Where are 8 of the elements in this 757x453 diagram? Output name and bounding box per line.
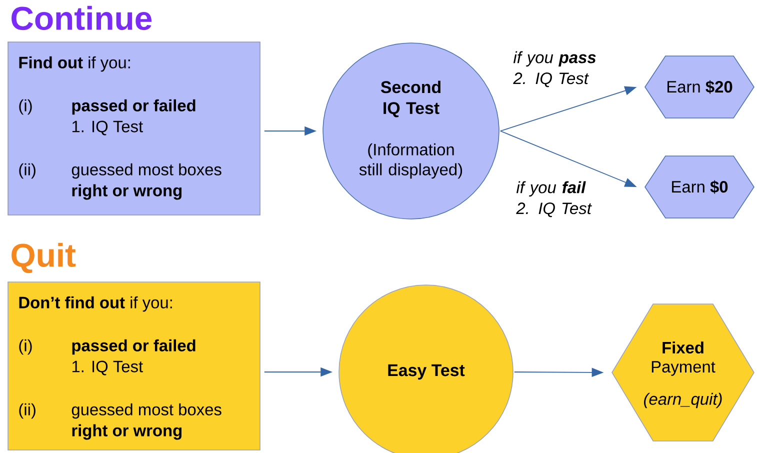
section-title: Quit <box>12 242 76 274</box>
condition-box: Find out if you: (i) passed or failed 1. IQ Test (ii) guessed most boxes right or wrong <box>8 42 260 216</box>
edge-label: if you pass 2. IQ Test <box>513 51 596 88</box>
condition-box: Don’t find out if you: (i) passed or failed 1. IQ Test (ii) guessed most boxes right or wrong <box>8 282 260 450</box>
outcome-hexagon: Earn $0 <box>644 156 754 218</box>
edge-label: if you fail 2. IQ Test <box>516 181 592 218</box>
outcome-hexagon: Earn $20 <box>644 56 754 118</box>
outcome-hexagon: Fixed Payment (earn_quit) <box>612 304 754 442</box>
